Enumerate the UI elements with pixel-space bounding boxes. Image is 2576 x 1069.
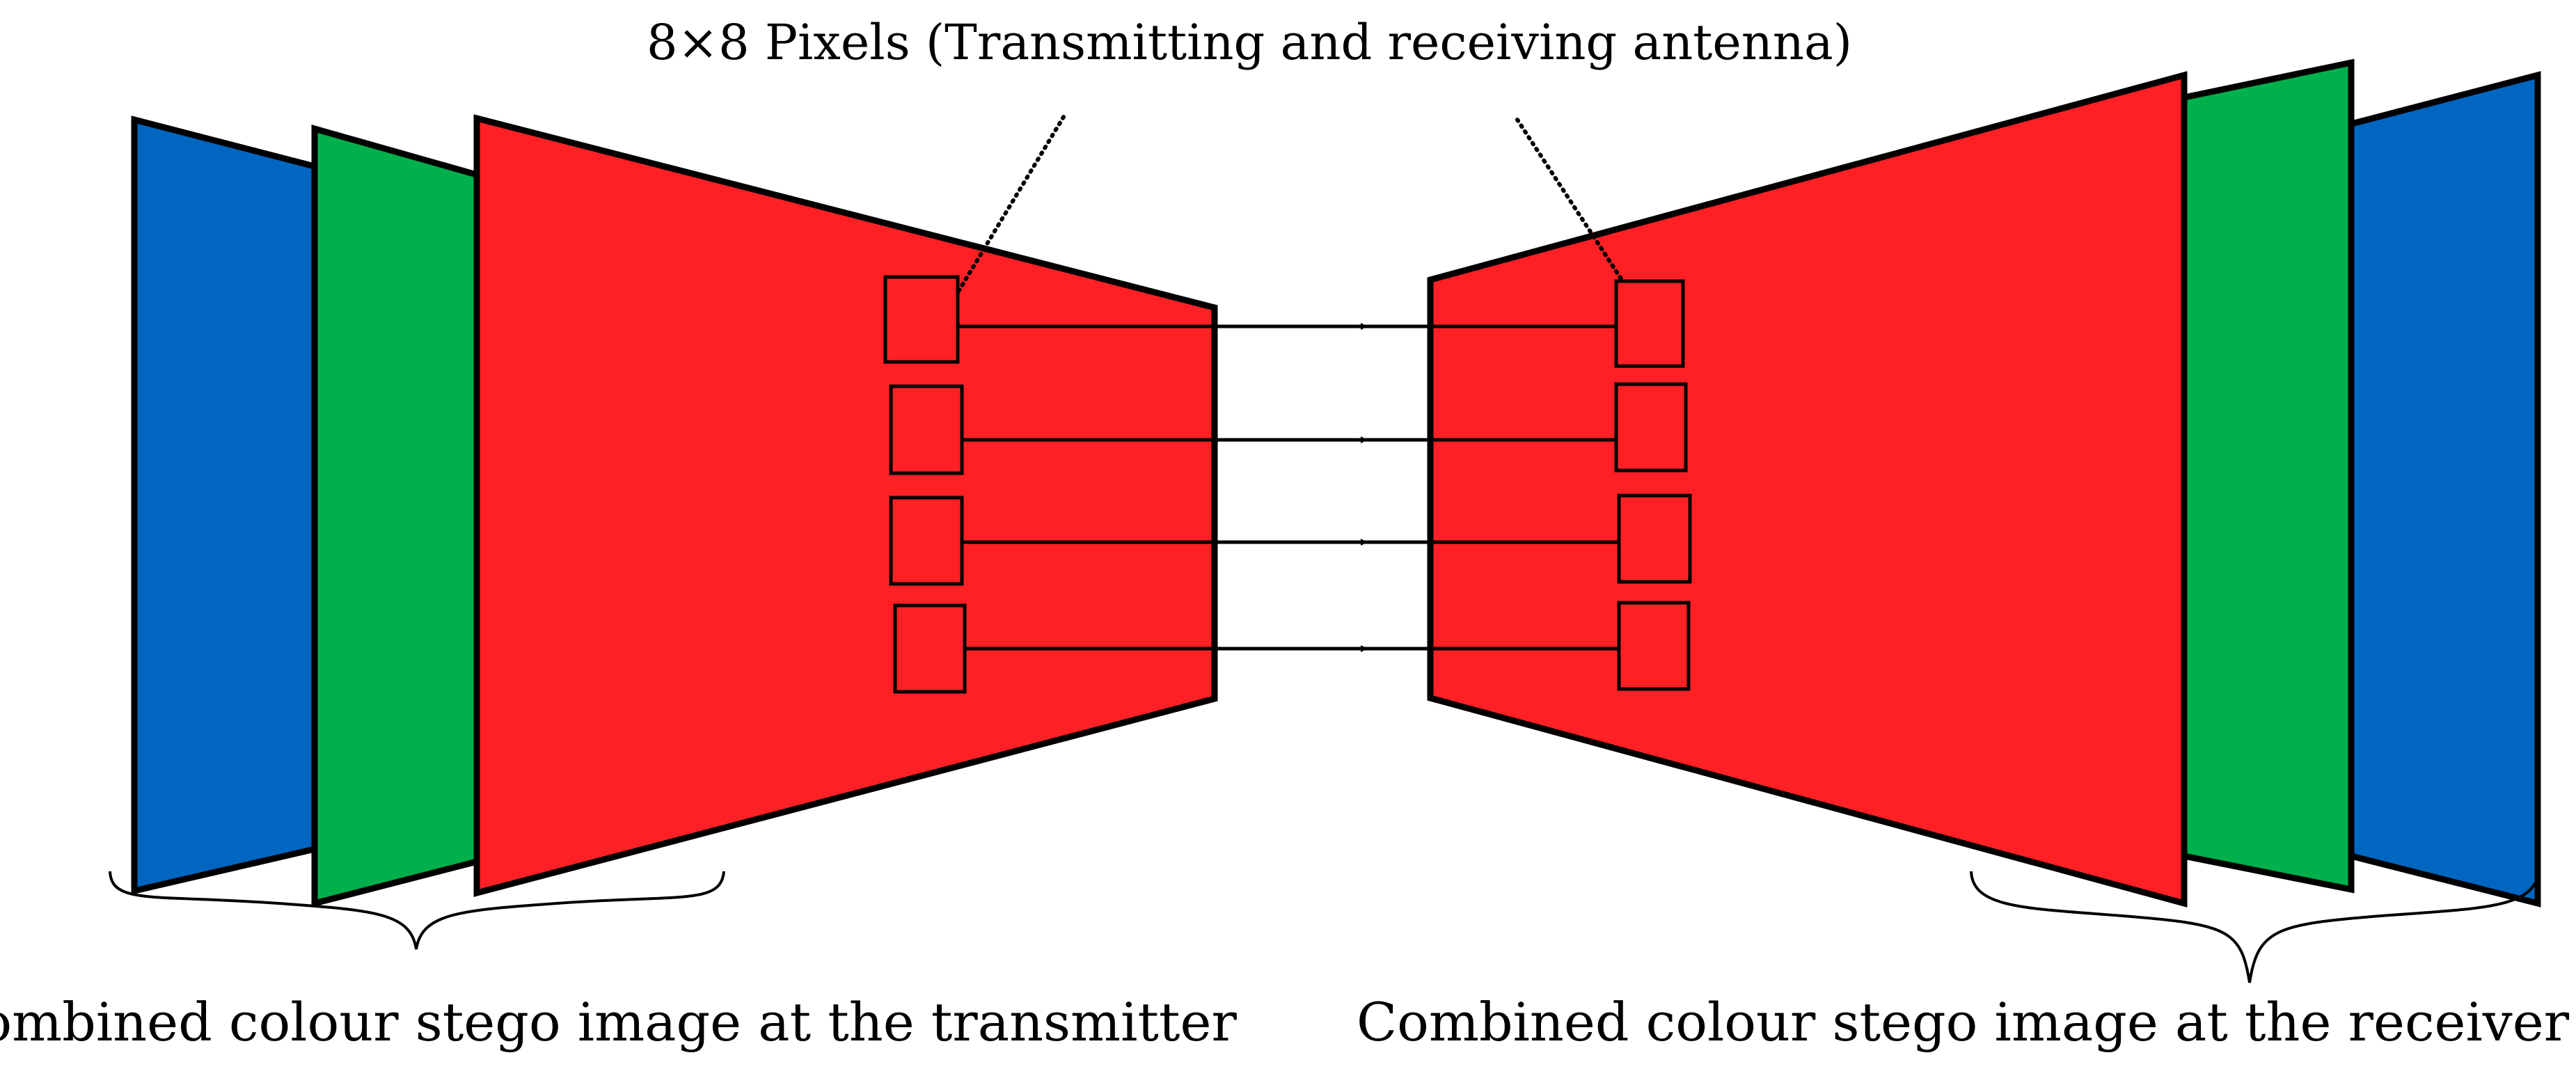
receiver-red-channel (1427, 71, 2188, 908)
pixel-link-row (893, 601, 1691, 694)
receiver-green-channel (2181, 58, 2355, 894)
transmitter-stack (131, 114, 1218, 908)
pixel-antenna-label: 8×8 Pixels (Transmitting and receiving a… (647, 14, 1852, 71)
pixel-link-row (889, 493, 1692, 586)
receiver-caption: Combined colour stego image at the recei… (1357, 991, 2570, 1053)
receiver-pixel-box (1614, 382, 1688, 473)
receiver-pixel-box (1614, 279, 1685, 368)
transmitter-pixel-box (889, 384, 964, 475)
transmitter-pixel-box (883, 275, 960, 364)
transmitter-caption: Combined colour stego image at the trans… (0, 991, 1237, 1053)
transmitter-green-channel (311, 125, 480, 908)
receiver-pixel-box (1617, 493, 1692, 584)
transmitter-red-channel (473, 114, 1218, 897)
transmitter-leader-line (955, 115, 1066, 296)
receiver-pixel-box (1617, 601, 1691, 691)
pixel-link-row (883, 275, 1685, 368)
receiver-blue-channel (2348, 71, 2541, 908)
receiver-leader-line (1515, 118, 1624, 282)
receiver-brace (1970, 871, 2541, 983)
receiver-stack (1427, 58, 2541, 908)
transmitter-blue-channel (131, 116, 318, 895)
pixel-link-row (889, 382, 1688, 475)
transmitter-brace (109, 871, 725, 950)
